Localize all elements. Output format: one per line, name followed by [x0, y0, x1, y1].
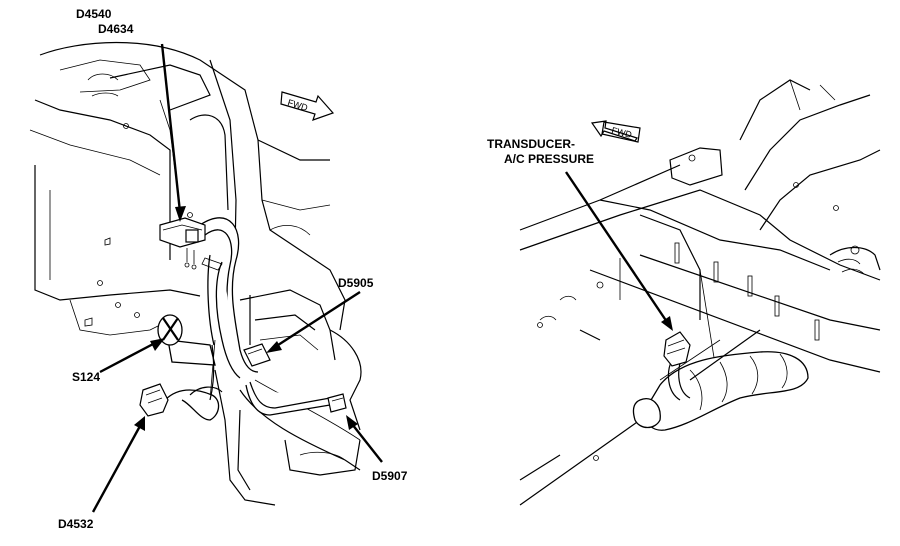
connector-d5905: [243, 343, 271, 367]
left-body-structure: [29, 41, 362, 506]
fwd-arrow-right: FWD: [590, 120, 641, 143]
label-d5907: D5907: [372, 469, 408, 483]
leader-d5907: [351, 423, 383, 463]
right-wire-harness: [632, 329, 809, 431]
fwd-label-left: FWD: [286, 97, 309, 113]
label-d5905: D5905: [338, 276, 374, 290]
arrowhead-d4532: [134, 416, 145, 431]
connector-d5907: [327, 393, 347, 413]
connector-d4540-d4634: [159, 217, 206, 248]
left-leaders: [91, 43, 383, 513]
label-transducer-line1: TRANSDUCER-: [487, 137, 575, 151]
label-s124: S124: [72, 370, 100, 384]
left-wire-harness: [157, 217, 331, 421]
leader-d4532: [91, 425, 142, 513]
label-transducer-line2: A/C PRESSURE: [504, 152, 594, 166]
label-d4532: D4532: [58, 517, 94, 531]
leader-transducer: [565, 171, 668, 323]
label-d4540: D4540: [76, 7, 112, 21]
leader-d5905: [274, 290, 361, 349]
arrowhead-s124: [150, 338, 165, 351]
connector-transducer: [663, 331, 691, 367]
right-frame-structure: [519, 79, 881, 506]
fwd-label-right: FWD: [611, 125, 634, 140]
fwd-arrow-left: FWD: [280, 91, 335, 121]
label-d4634: D4634: [98, 22, 134, 36]
leader-s124: [99, 341, 156, 374]
leader-d4540: [160, 43, 182, 213]
connector-d4532: [139, 383, 169, 417]
arrowhead-transducer: [661, 316, 673, 331]
arrowhead-d5905: [266, 341, 282, 353]
arrowhead-d5907: [346, 415, 358, 430]
arrowhead-d4540: [175, 206, 186, 222]
right-leaders: [565, 171, 673, 331]
